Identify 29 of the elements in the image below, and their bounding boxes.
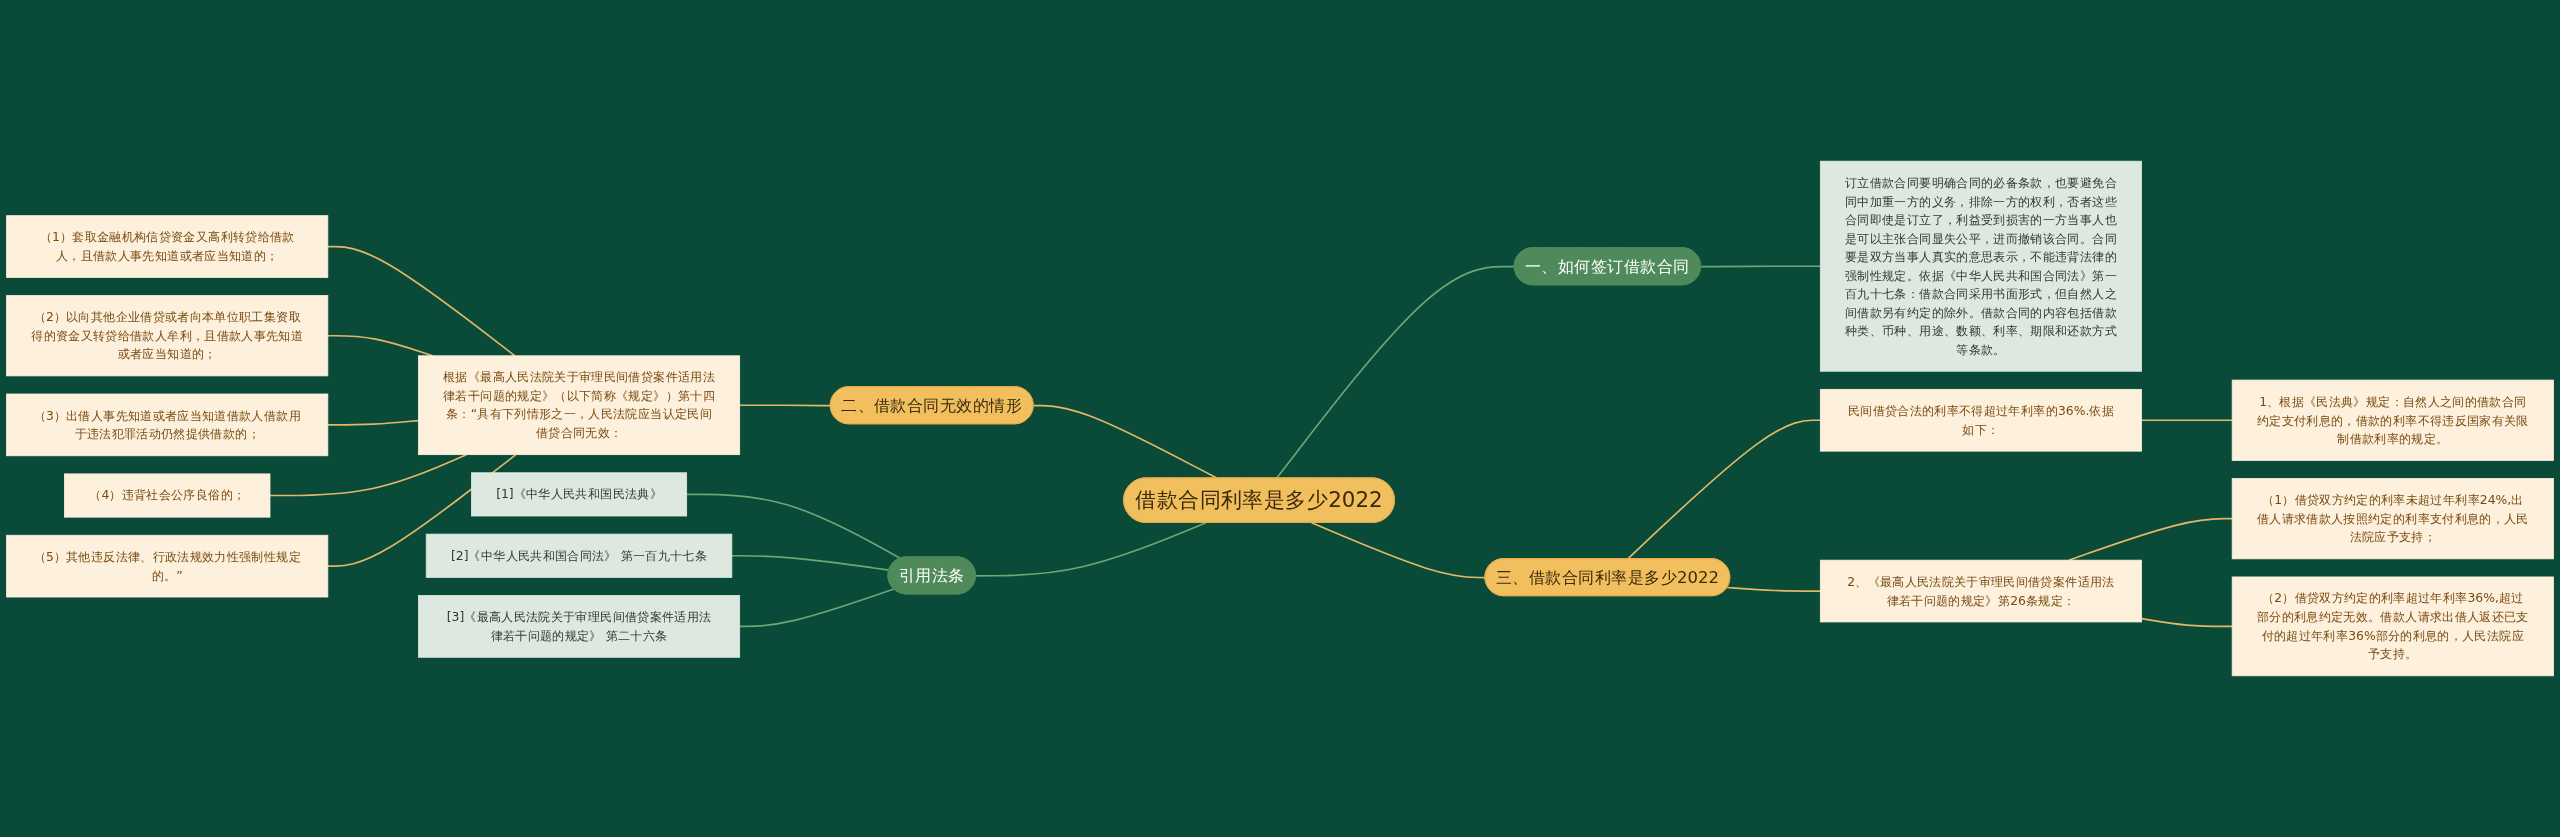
connector — [2140, 617, 2233, 628]
node-box: （2）以向其他企业借贷或者向本单位职工集资取得的资金又转贷给借款人牟利，且借款人事先知道或者应当知道的； — [6, 295, 329, 377]
node-box: 根据《最高人民法院关于审理民间借贷案件适用法律若干问题的规定》（以下简称《规定》）第十四条：“具有下列情形之一，人民法院应当认定民间借贷合同无效： — [418, 355, 741, 456]
node-box: 1、根据《民法典》规定：自然人之间的借款合同约定支付利息的，借款的利率不得违反国家有关限制借款利率的规定。 — [2231, 379, 2554, 461]
connector — [738, 404, 832, 407]
connector — [1726, 586, 1822, 592]
connector — [1626, 419, 1822, 560]
connector — [738, 588, 895, 628]
connector — [975, 521, 1207, 577]
node-box: [3]《最高人民法院关于审理民间借贷案件适用法律若干问题的规定》 第二十六条 — [418, 595, 741, 658]
node-box: [1]《中华人民共和国民法典》 — [471, 472, 688, 517]
node-box: 订立借款合同要明确合同的必备条款，也要避免合同中加重一方的义务，排除一方的权利，否者这些合同即使是订立了，利益受到损害的一方当事人也是可以主张合同显失公平，进而撤销该合同。合同要是双方当事人真实的意思表示，不能违背法律的强制性规定。依据《中华人民共和国合同法》第一百九十七条：借款合同采用书面形式，但自然人之间借款另有约定的除外。借款合同的内容包括借款种类、币种、用途、数额、利率、期限和还款方式等条款。 — [1819, 160, 2142, 372]
node-box: [2]《中华人民共和国合同法》 第一百九十七条 — [425, 533, 733, 578]
node-box: （5）其他违反法律、行政法规效力性强制性规定的。” — [6, 534, 329, 598]
connector — [2068, 517, 2233, 561]
connector — [685, 493, 902, 560]
connector — [269, 453, 468, 497]
node-box: （3）出借人事先知道或者应当知道借款人借款用于违法犯罪活动仍然提供借款的； — [6, 393, 329, 457]
connector — [2140, 419, 2233, 422]
node-box: 民间借贷合法的利率不得超过年利率的36%.依据如下： — [1819, 388, 2142, 452]
connector — [327, 419, 420, 426]
connector — [1700, 265, 1822, 268]
node-box: （1）借贷双方约定的利率未超过年利率24%,出借人请求借款人按照约定的利率支付利息的，人民法院应予支持； — [2231, 478, 2554, 560]
connector — [1310, 521, 1487, 579]
node-box: （1）套取金融机构信贷资金又高利转贷给借款人，且借款人事先知道或者应当知道的； — [6, 215, 329, 278]
node-box: 2、《最高人民法院关于审理民间借贷案件适用法律若干问题的规定》第26条规定： — [1819, 559, 2142, 623]
connector — [327, 245, 516, 357]
node-box: （4）违背社会公序良俗的； — [64, 473, 271, 518]
node-box: （2）借贷双方约定的利率超过年利率36%,超过部分的利息约定无效。借款人请求出借人返还已支付的超过年利率36%部分的利息的，人民法院应予支持。 — [2231, 576, 2554, 677]
